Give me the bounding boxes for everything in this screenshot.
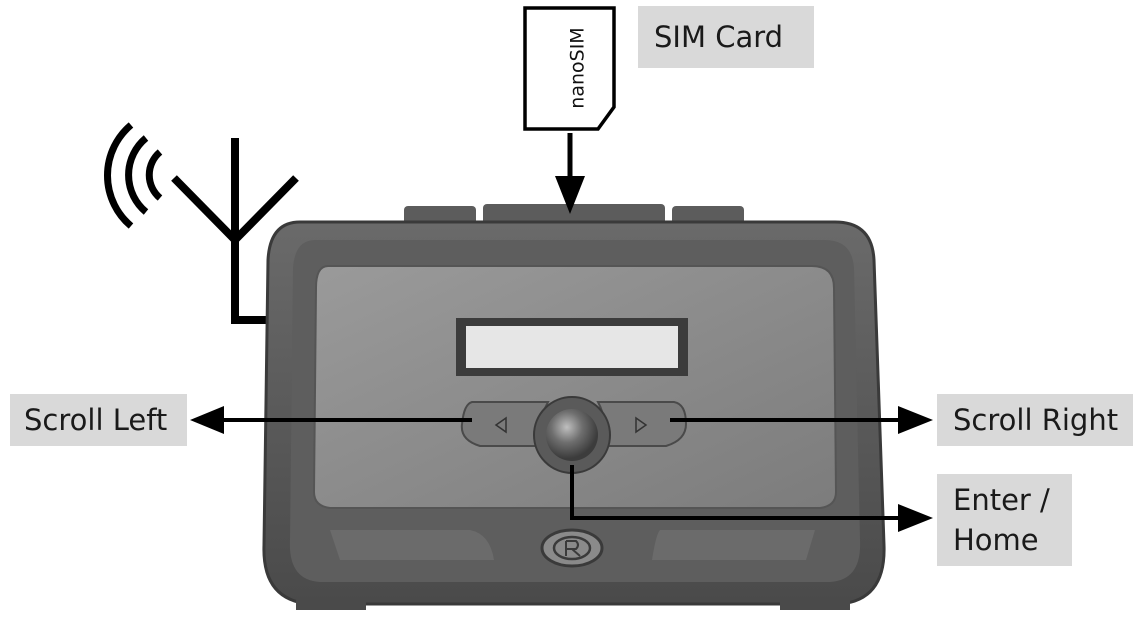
sim-arrow [555, 133, 585, 214]
enter-home-label: Enter / Home [937, 474, 1072, 566]
scroll-right-arrow [670, 406, 933, 434]
chevron-right-icon [635, 416, 648, 434]
antenna-icon [171, 138, 299, 324]
scroll-left-label: Scroll Left [10, 394, 187, 446]
scroll-right-button[interactable] [596, 401, 688, 447]
enter-home-button[interactable] [533, 396, 611, 474]
scroll-right-label: Scroll Right [937, 394, 1133, 446]
enter-label-line1: Enter / [953, 483, 1050, 517]
chevron-left-icon [494, 416, 507, 434]
enter-home-arrow [570, 465, 933, 532]
logo-icon [540, 528, 604, 568]
signal-waves-icon [104, 122, 163, 229]
front-panel [312, 265, 838, 509]
sim-card-label: SIM Card [638, 6, 814, 68]
sim-card-icon: nanoSIM [523, 6, 616, 131]
sim-card-text: nanoSIM [567, 27, 589, 108]
enter-label-line2: Home [953, 523, 1039, 557]
scroll-left-arrow [190, 406, 472, 434]
